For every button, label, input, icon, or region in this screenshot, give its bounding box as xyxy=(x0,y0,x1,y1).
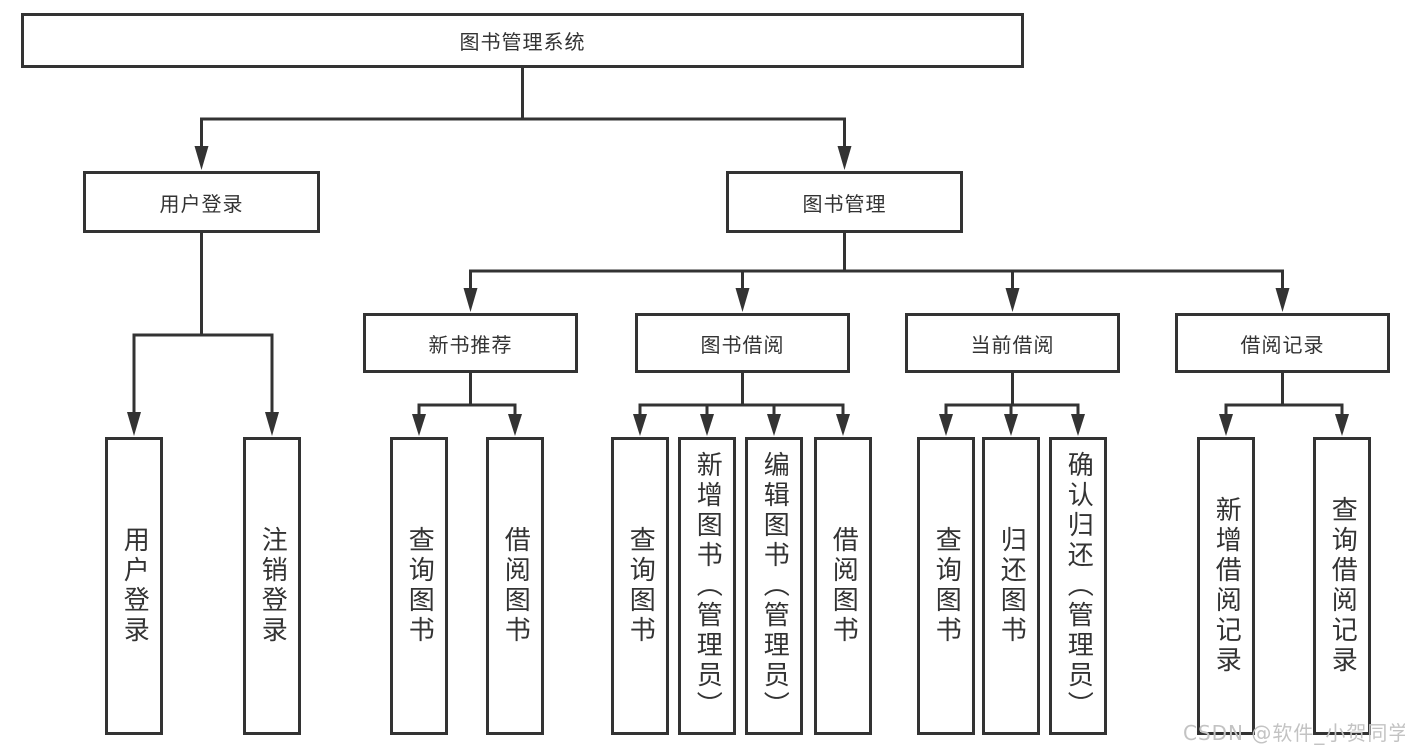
node-leaf-add-borrow-record: 新增借阅记录 xyxy=(1197,437,1255,735)
node-root: 图书管理系统 xyxy=(21,13,1024,68)
node-leaf-edit-book-admin: 编辑图书（管理员） xyxy=(745,437,803,735)
node-book-borrow: 图书借阅 xyxy=(635,313,850,373)
node-leaf-query-borrow-record: 查询借阅记录 xyxy=(1313,437,1371,735)
node-leaf-query-books-recommend-label: 查询图书 xyxy=(404,526,435,646)
node-leaf-query-books-current-label: 查询图书 xyxy=(931,526,962,646)
node-current-borrow: 当前借阅 xyxy=(905,313,1120,373)
node-leaf-query-books-current: 查询图书 xyxy=(917,437,975,735)
node-book-management: 图书管理 xyxy=(726,171,963,233)
node-leaf-query-books-borrow-label: 查询图书 xyxy=(625,526,656,646)
node-leaf-user-login-label: 用户登录 xyxy=(119,526,150,646)
csdn-watermark: CSDN @软件_小贺同学 xyxy=(1183,721,1405,745)
node-leaf-return-books: 归还图书 xyxy=(982,437,1040,735)
node-leaf-borrow-books-recommend: 借阅图书 xyxy=(486,437,544,735)
node-borrow-records-label: 借阅记录 xyxy=(1240,332,1325,357)
node-leaf-logout-label: 注销登录 xyxy=(257,526,288,646)
node-leaf-user-login: 用户登录 xyxy=(105,437,163,735)
node-borrow-records: 借阅记录 xyxy=(1175,313,1390,373)
node-leaf-add-borrow-record-label: 新增借阅记录 xyxy=(1211,496,1242,676)
node-book-borrow-label: 图书借阅 xyxy=(700,332,785,357)
node-leaf-borrow-books-label: 借阅图书 xyxy=(828,526,859,646)
node-leaf-return-books-label: 归还图书 xyxy=(996,526,1027,646)
node-user-login: 用户登录 xyxy=(83,171,320,233)
node-leaf-borrow-books: 借阅图书 xyxy=(814,437,872,735)
node-leaf-query-borrow-record-label: 查询借阅记录 xyxy=(1327,496,1358,676)
node-new-book-recommend: 新书推荐 xyxy=(363,313,578,373)
node-leaf-query-books-borrow: 查询图书 xyxy=(611,437,669,735)
node-leaf-logout: 注销登录 xyxy=(243,437,301,735)
node-leaf-confirm-return-admin-label: 确认归还（管理员） xyxy=(1063,451,1094,721)
node-current-borrow-label: 当前借阅 xyxy=(970,332,1055,357)
node-leaf-borrow-books-recommend-label: 借阅图书 xyxy=(500,526,531,646)
node-leaf-confirm-return-admin: 确认归还（管理员） xyxy=(1049,437,1107,735)
node-book-management-label: 图书管理 xyxy=(802,191,887,216)
node-root-label: 图书管理系统 xyxy=(459,30,586,54)
node-leaf-edit-book-admin-label: 编辑图书（管理员） xyxy=(759,451,790,721)
node-leaf-query-books-recommend: 查询图书 xyxy=(390,437,448,735)
node-new-book-recommend-label: 新书推荐 xyxy=(428,332,513,357)
node-leaf-add-book-admin: 新增图书（管理员） xyxy=(678,437,736,735)
node-user-login-label: 用户登录 xyxy=(159,191,244,216)
node-leaf-add-book-admin-label: 新增图书（管理员） xyxy=(692,451,723,721)
